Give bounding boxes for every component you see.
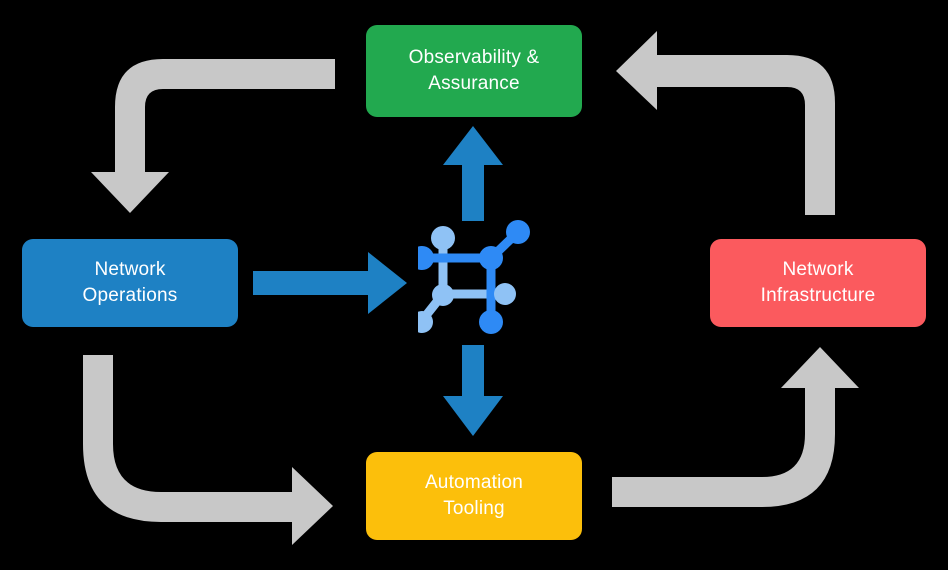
arrow-infrastructure-to-observability — [616, 31, 835, 215]
arrow-ops-to-center — [253, 252, 407, 314]
node-observability-assurance[interactable]: Observability & Assurance — [366, 25, 582, 117]
topology-node-bottom-left — [418, 311, 433, 333]
arrow-center-to-automation — [443, 345, 503, 436]
node-automation-tooling[interactable]: Automation Tooling — [366, 452, 582, 540]
arrow-operations-to-automation — [83, 355, 333, 545]
node-network-operations[interactable]: Network Operations — [22, 239, 238, 327]
topology-node-left — [418, 246, 434, 270]
topology-node-center — [479, 246, 503, 270]
topology-node-bottom-right — [479, 310, 503, 334]
node-network-infrastructure[interactable]: Network Infrastructure — [710, 239, 926, 327]
topology-node-mid-right — [494, 283, 516, 305]
arrow-automation-to-infrastructure — [612, 347, 859, 507]
network-topology-icon — [418, 220, 530, 334]
topology-node-top-right — [506, 220, 530, 244]
topology-node-mid-left — [432, 284, 454, 306]
arrow-observability-to-operations — [91, 59, 335, 213]
arrow-center-to-observability — [443, 126, 503, 221]
topology-node-top-left — [431, 226, 455, 250]
